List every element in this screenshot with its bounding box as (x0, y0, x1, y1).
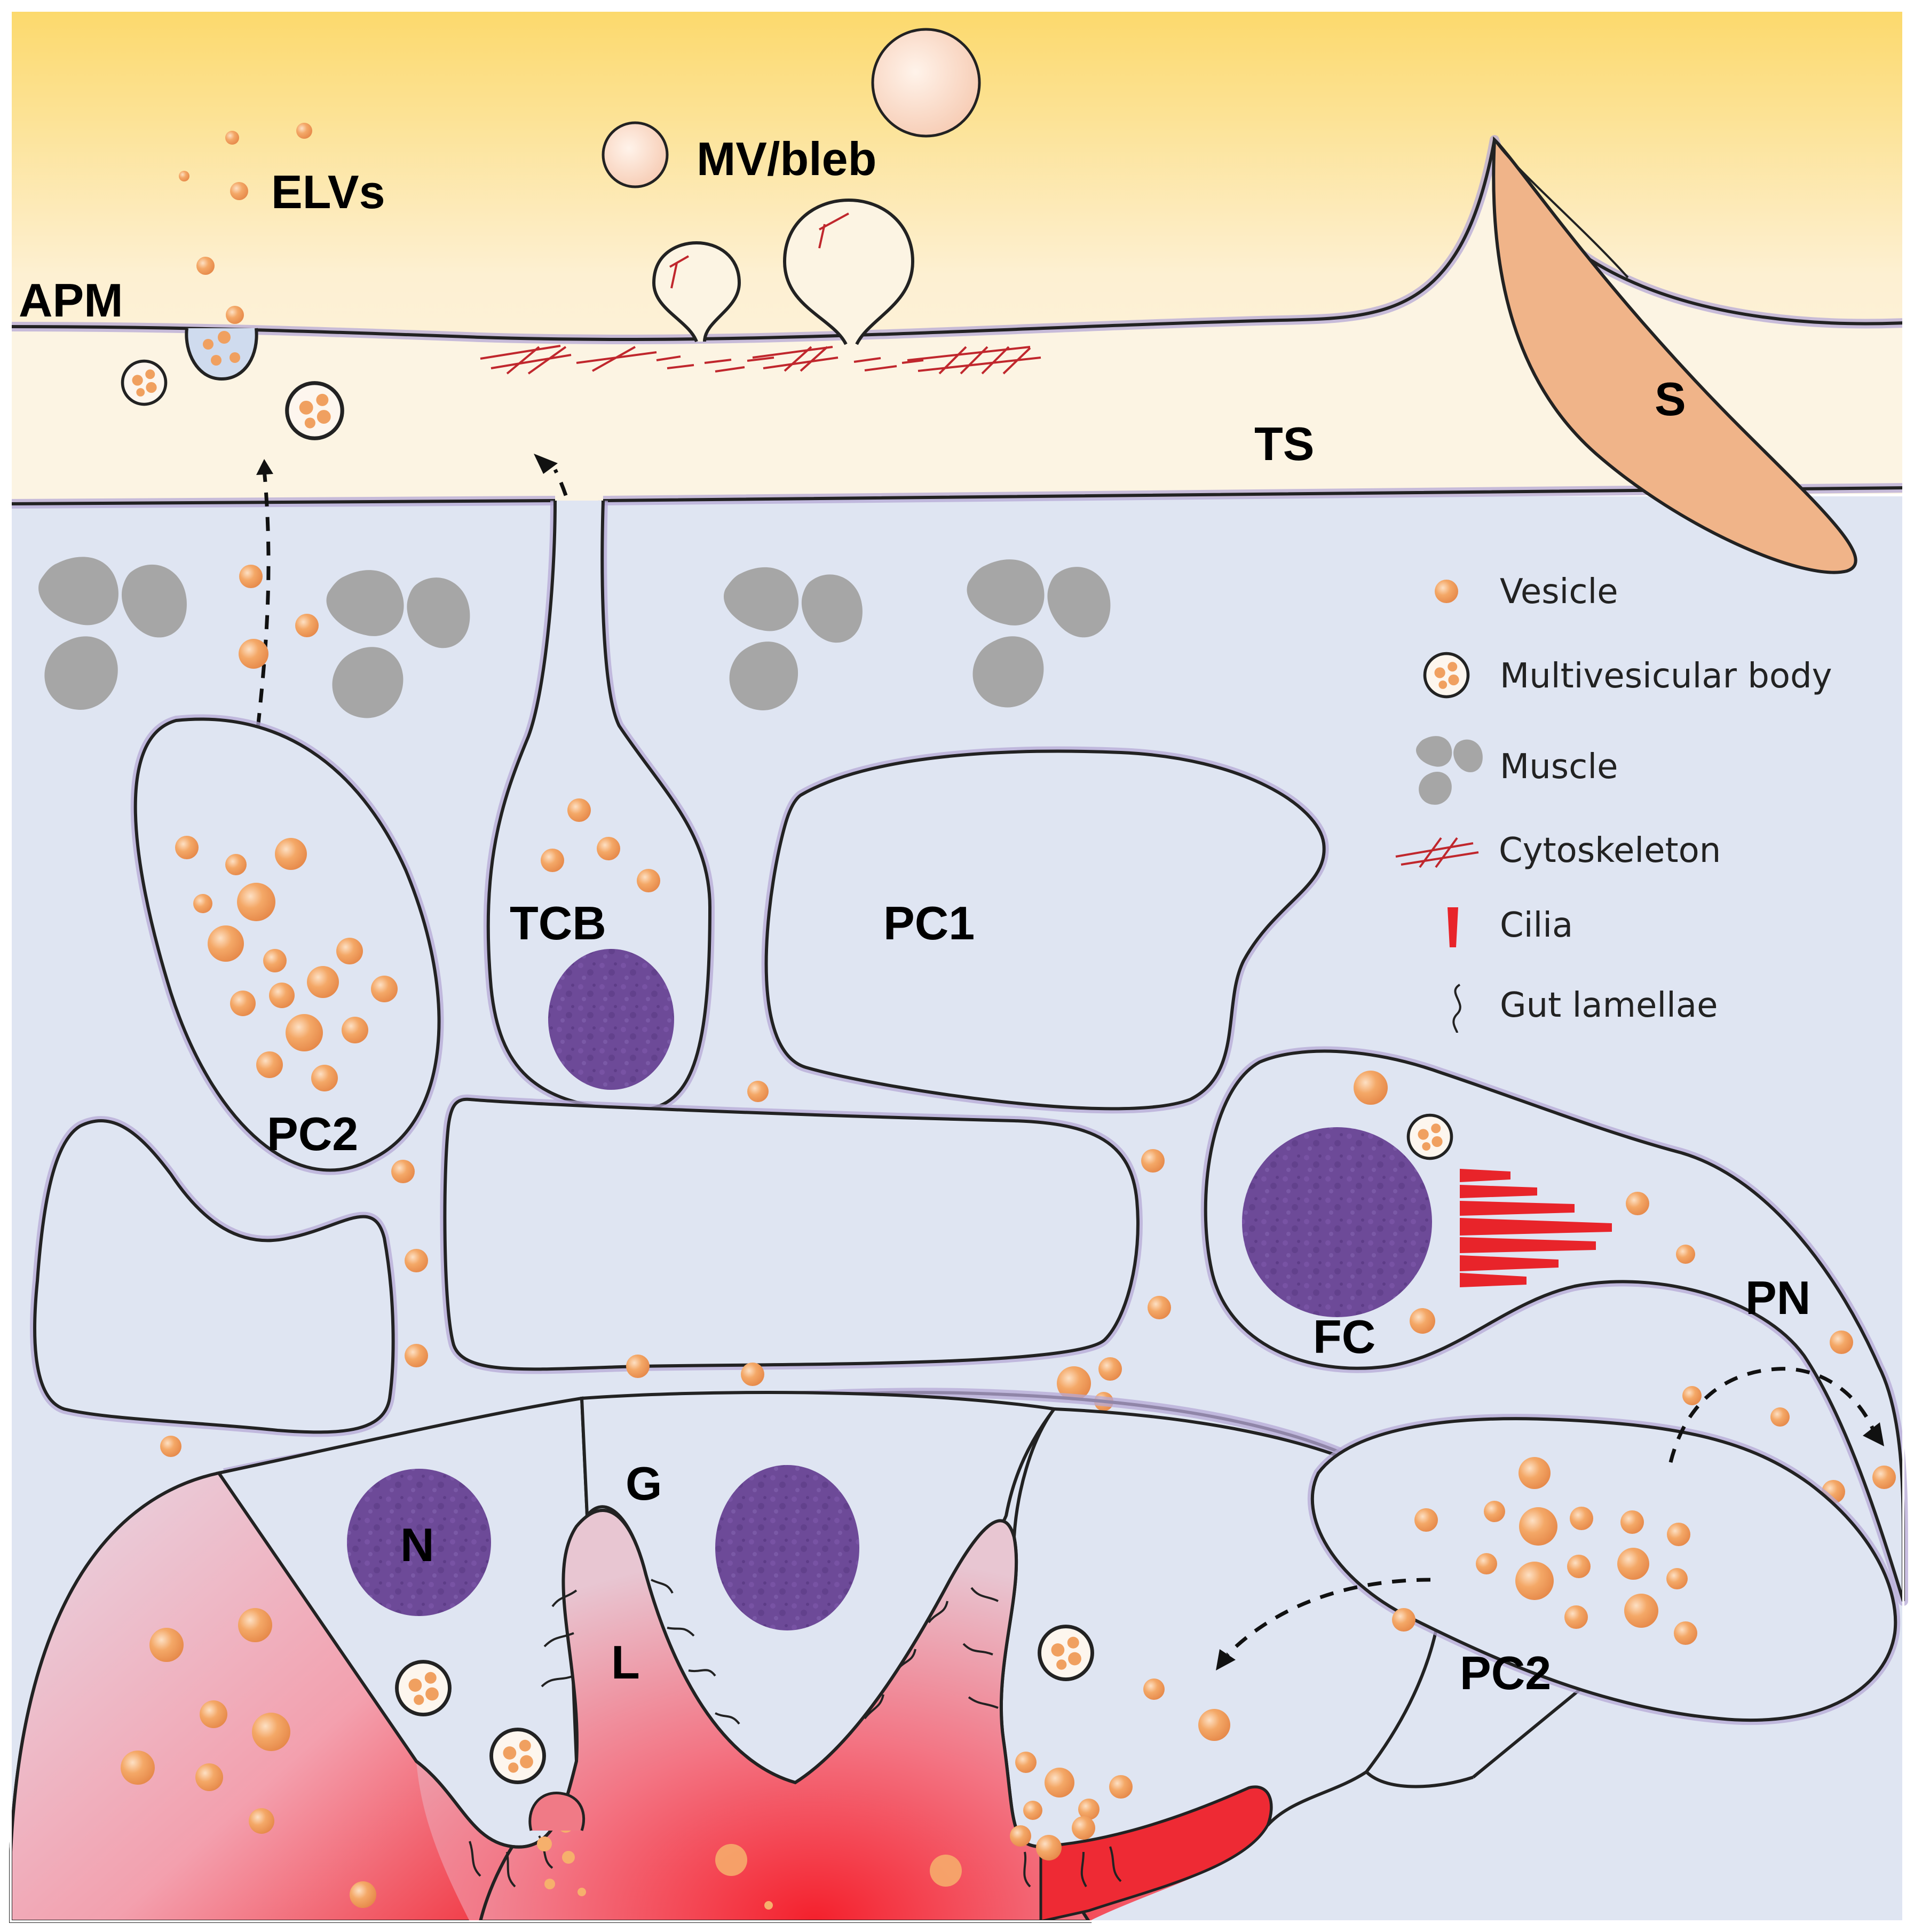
legend-label-multivesicular-body: Multivesicular body (1500, 656, 1832, 696)
pc2-bottom-cell (1310, 1417, 1897, 1722)
secretion-arrow-pc2 (246, 469, 271, 825)
gastrodermis-nucleus-left (347, 1469, 491, 1616)
exocytosis-vesicles (203, 331, 240, 366)
label-fc: FC (1313, 1310, 1375, 1363)
pc2-top-cell (133, 717, 441, 1172)
label-ts: TS (1254, 417, 1314, 470)
secretion-arrow-pc2-head (256, 459, 273, 475)
fc-vesicles (1354, 1071, 1853, 1354)
legend: Vesicle Multivesicular body Muscle Cytos… (1395, 572, 1832, 1033)
lumen-bottom-tongue (1039, 1786, 1272, 1923)
cortical-cytoskeleton (480, 345, 1041, 375)
cilia-icon (1448, 907, 1458, 947)
label-apm: APM (19, 274, 123, 327)
label-elvs: ELVs (271, 165, 385, 218)
label-g: G (626, 1457, 662, 1510)
secretion-arrow-tcb-head (534, 454, 558, 474)
label-pc2-top: PC2 (267, 1107, 358, 1160)
label-pc2-bottom: PC2 (1460, 1646, 1551, 1699)
arrow-pc2-to-pn-head (1863, 1422, 1884, 1446)
tegument-syncytium (11, 139, 1903, 504)
tcb-nucleus (548, 949, 674, 1090)
detached-bleb-small (602, 121, 669, 188)
label-tcb: TCB (510, 897, 606, 949)
label-mv-bleb: MV/bleb (697, 132, 876, 185)
left-cell (33, 1119, 395, 1434)
lumen-exocytosis-bulge (528, 1792, 586, 1831)
fc-nucleus (1242, 1127, 1432, 1317)
mvb-apm-left (123, 361, 166, 405)
gastrodermis-nucleus-right (715, 1465, 859, 1630)
label-n: N (400, 1518, 434, 1571)
gut-lamellae-icon (1452, 984, 1461, 1033)
multivesicular-body-icon (1425, 654, 1468, 697)
legend-label-vesicle: Vesicle (1500, 572, 1618, 612)
fc-cilia (1460, 1169, 1612, 1287)
legend-label-cytoskeleton: Cytoskeleton (1499, 831, 1721, 870)
arrow-pc2-to-gut-head (1216, 1649, 1236, 1670)
gastrodermis-mvb-1 (397, 1662, 450, 1715)
arrow-pc2-to-pn (1668, 1367, 1876, 1463)
budding-bleb-large (782, 198, 915, 345)
elvs (179, 123, 312, 324)
bleb-cytoskeleton (669, 212, 849, 289)
left-gut-vesicles (121, 1608, 376, 1908)
fc-mvb (1409, 1115, 1452, 1159)
legend-label-gut-lamellae: Gut lamellae (1500, 986, 1718, 1025)
middle-cell (443, 1097, 1140, 1371)
tissue-vesicles-upper (239, 565, 319, 669)
gastrodermis-right-vesicles (1010, 1678, 1230, 1860)
gastrodermis-mvb-3 (1040, 1627, 1093, 1680)
label-s: S (1655, 373, 1686, 425)
spine-sheath (1493, 139, 1629, 279)
vesicle-icon (1435, 580, 1458, 603)
label-pn: PN (1745, 1271, 1810, 1324)
gastrodermis-mvb-2 (492, 1730, 544, 1783)
gut-lumen-center (478, 1509, 1092, 1923)
arrow-pc2-to-gut (1226, 1578, 1431, 1656)
pc2-top-vesicles (175, 836, 398, 1091)
legend-label-cilia: Cilia (1500, 906, 1573, 945)
mvb-apm-right (287, 383, 343, 439)
legend-label-muscle: Muscle (1500, 747, 1618, 787)
pc2-bottom-vesicles (1392, 1457, 1697, 1645)
label-l: L (611, 1636, 640, 1689)
label-pc1: PC1 (883, 897, 975, 949)
cytoskeleton-icon (1395, 837, 1479, 868)
frame (10, 10, 1904, 1922)
pc1-cell (764, 749, 1326, 1111)
tcb-vesicles (541, 798, 660, 892)
exocytosis-pit (185, 328, 258, 381)
detached-bleb-large (871, 28, 981, 138)
spine (1492, 136, 1857, 574)
gut-lamellae (469, 1579, 1122, 1888)
